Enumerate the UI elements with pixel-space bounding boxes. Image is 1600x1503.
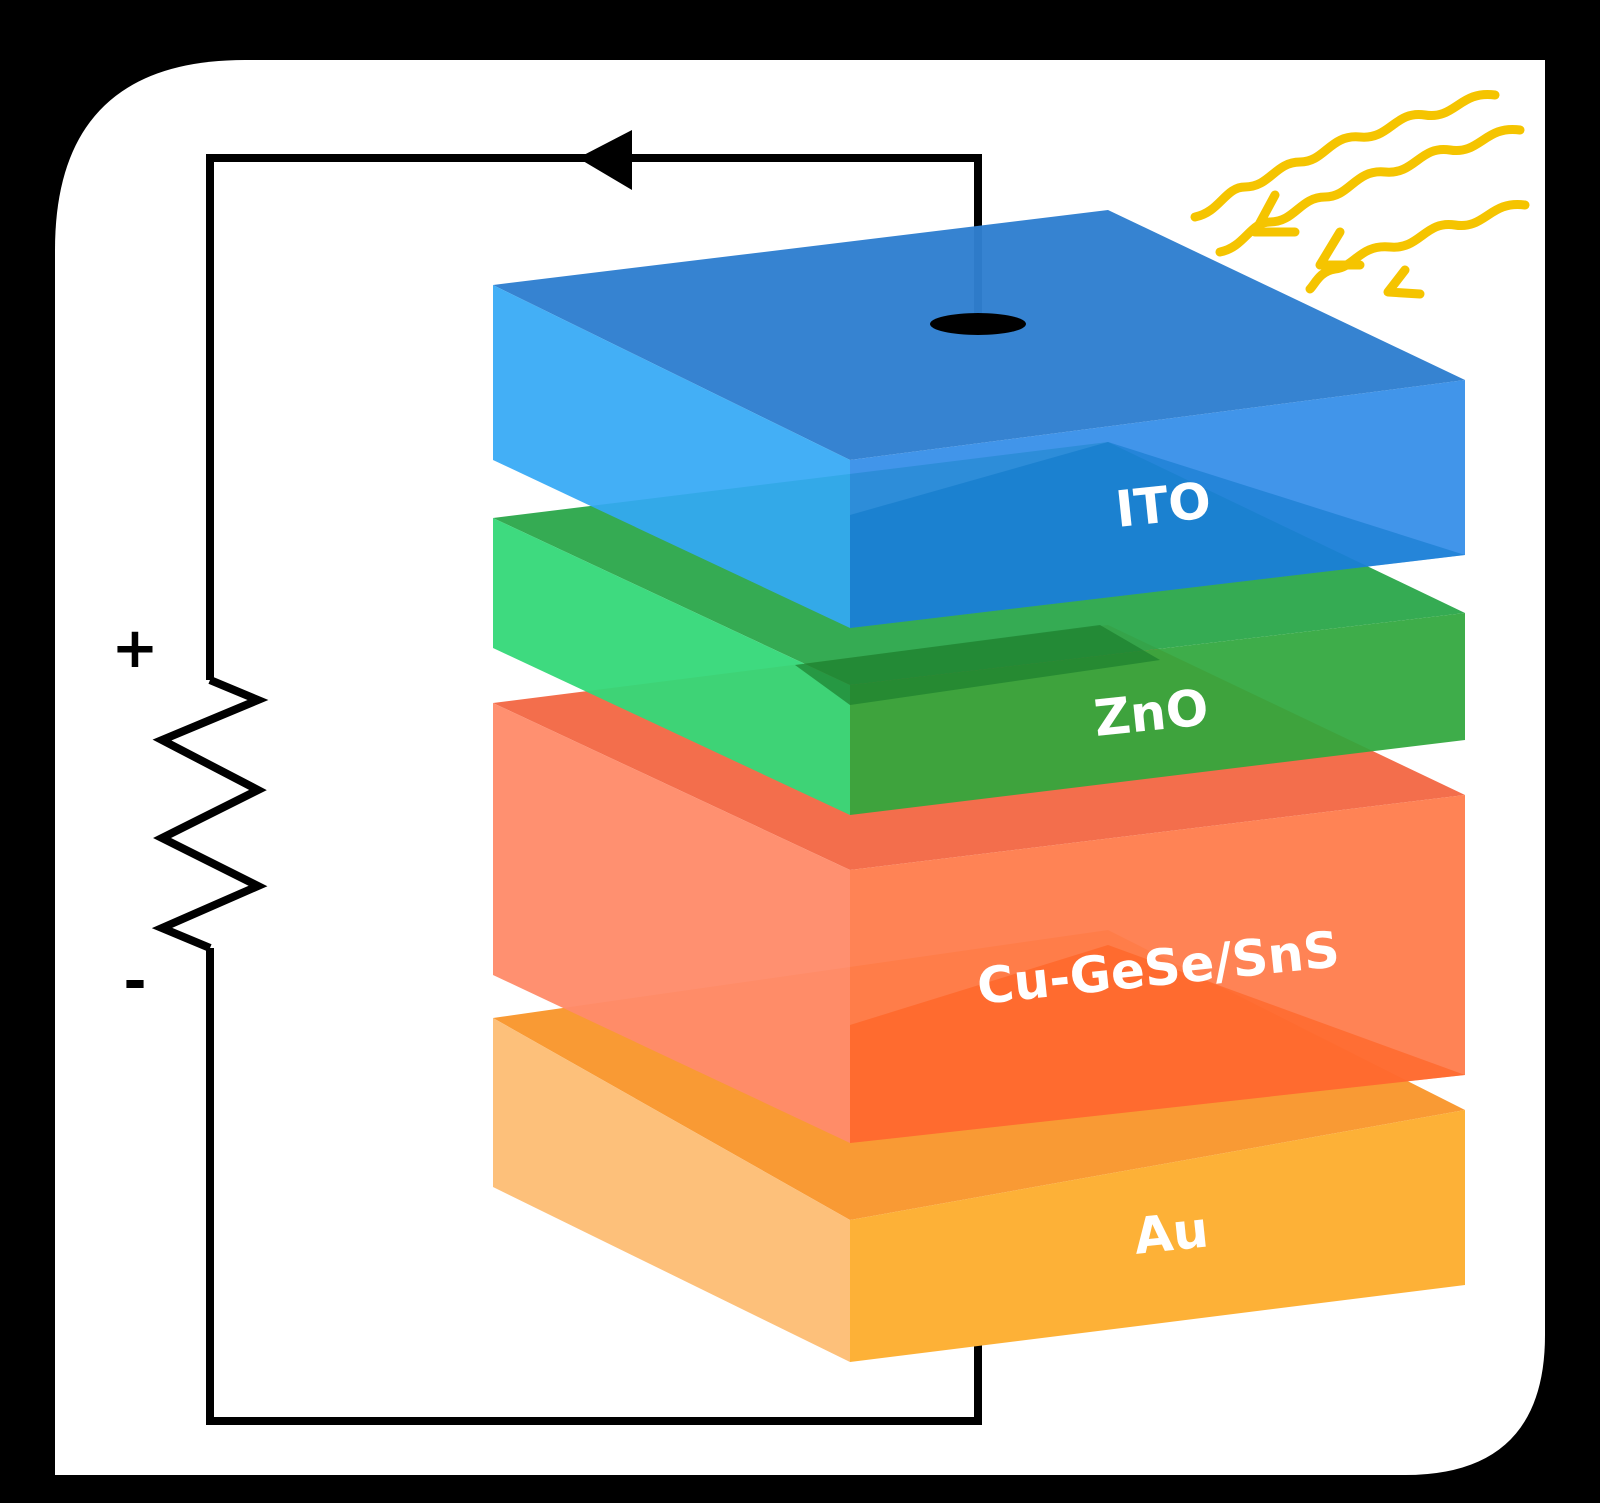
contact-dot-icon bbox=[930, 313, 1026, 335]
light-ray-1 bbox=[1190, 89, 1500, 222]
zno-front-face bbox=[850, 613, 1465, 815]
ito-overlap-shade bbox=[850, 442, 1465, 628]
au-left-face bbox=[493, 1018, 850, 1362]
au-front-face bbox=[850, 1110, 1465, 1362]
layer-ito: ITO bbox=[493, 210, 1465, 628]
minus-sign: - bbox=[123, 949, 146, 1014]
resistor-icon bbox=[151, 676, 269, 952]
absorber-overlap-shade bbox=[850, 945, 1465, 1143]
light-rays-icon bbox=[1190, 89, 1530, 299]
light-ray-3 bbox=[1305, 199, 1530, 294]
ito-top-face bbox=[493, 210, 1465, 460]
plus-sign: + bbox=[112, 616, 159, 681]
current-arrow-icon bbox=[578, 130, 632, 190]
light-ray-3-head bbox=[1383, 265, 1425, 299]
zno-overlap-shade bbox=[795, 625, 1160, 705]
ito-left-face bbox=[493, 285, 850, 628]
ito-label: ITO bbox=[1113, 471, 1214, 539]
zno-label: ZnO bbox=[1091, 678, 1211, 748]
bottom-wire bbox=[206, 948, 982, 1425]
light-ray-2 bbox=[1215, 124, 1525, 257]
zno-left-face bbox=[493, 518, 850, 815]
au-label: Au bbox=[1131, 1200, 1211, 1265]
absorber-left-face bbox=[493, 703, 850, 1143]
